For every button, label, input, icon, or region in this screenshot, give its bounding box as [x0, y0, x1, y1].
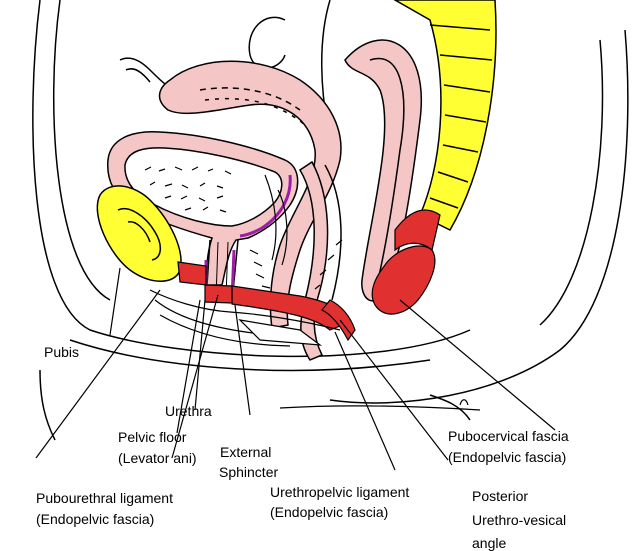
label-urethro-vesical: Urethro-vesical	[472, 512, 566, 528]
label-pubis: Pubis	[44, 344, 79, 360]
label-pubourethral-sub: (Endopelvic fascia)	[36, 511, 154, 527]
label-pubourethral: Pubourethral ligament	[36, 490, 173, 506]
label-pubocervical: Pubocervical fascia	[448, 428, 569, 444]
label-urethropelvic: Urethropelvic ligament	[270, 484, 409, 500]
label-urethropelvic-sub: (Endopelvic fascia)	[270, 504, 388, 520]
label-angle: angle	[472, 535, 506, 551]
label-posterior: Posterior	[472, 488, 528, 504]
label-external: External	[220, 444, 271, 460]
label-sphincter: Sphincter	[219, 464, 278, 480]
label-urethra: Urethra	[165, 403, 212, 419]
label-pubocervical-sub: (Endopelvic fascia)	[448, 449, 566, 465]
label-pelvic-floor: Pelvic floor	[118, 429, 187, 445]
label-levator-ani: (Levator ani)	[118, 450, 197, 466]
